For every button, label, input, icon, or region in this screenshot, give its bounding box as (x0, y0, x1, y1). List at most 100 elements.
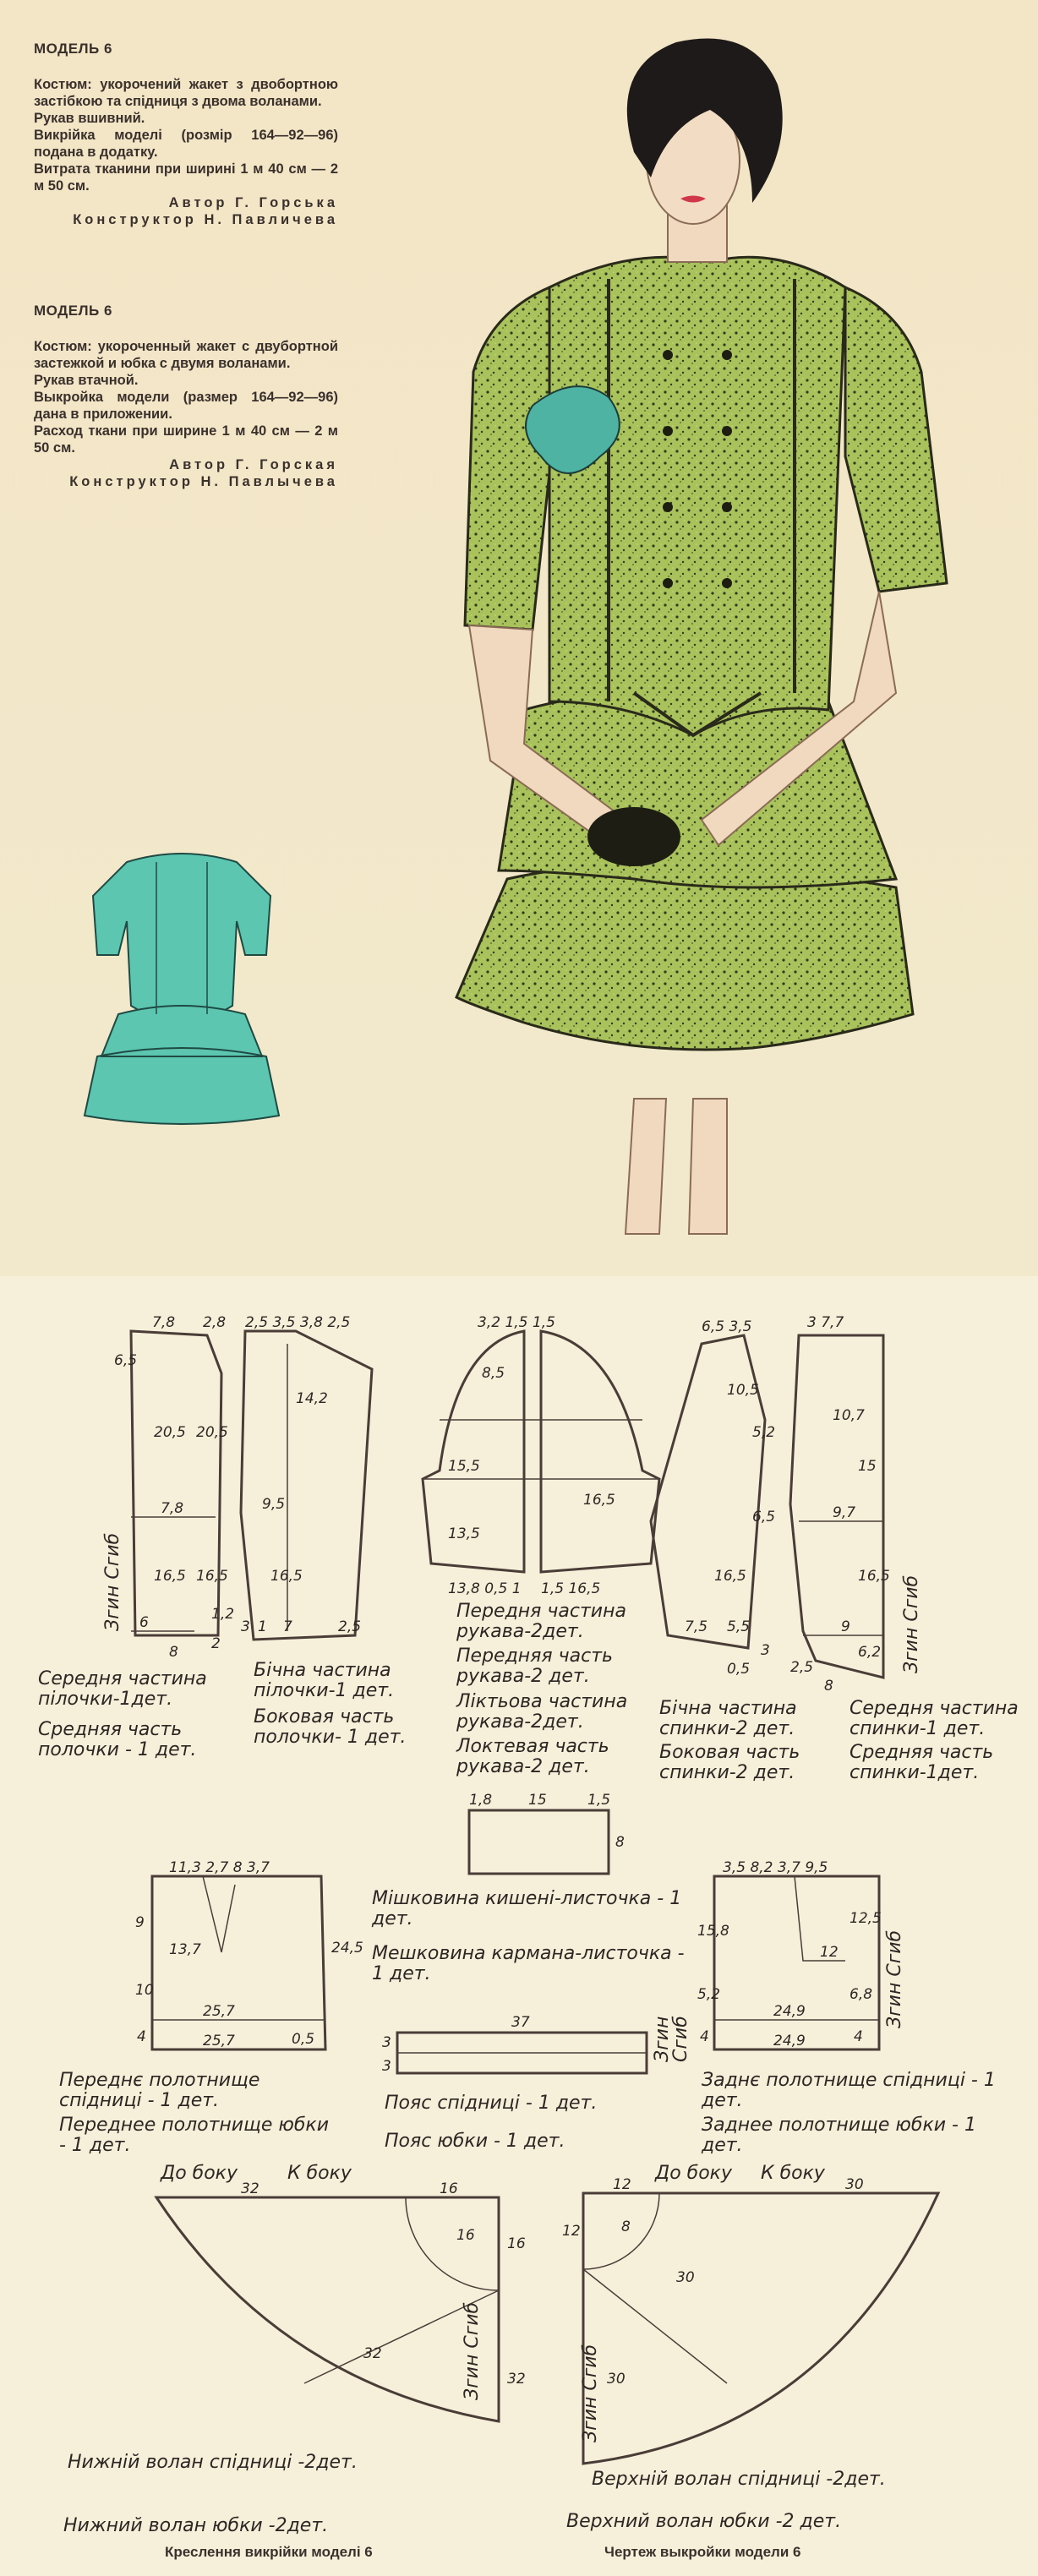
dim: 12 (820, 1944, 839, 1961)
dim: 8,5 (482, 1365, 505, 1382)
dim: 20,5 (154, 1424, 186, 1441)
dim: 3 (761, 1642, 770, 1659)
right-sleeve (844, 285, 948, 593)
dim: 9 (841, 1618, 850, 1635)
label-back-side-ru: Боковая часть спинки-2 дет. (659, 1742, 800, 1783)
dim: 3 (382, 2034, 391, 2051)
description-line: Расход ткани при ширине 1 м 40 см — 2 м … (34, 423, 338, 456)
dim: 37 (511, 2014, 530, 2031)
dim: 16,5 (270, 1568, 303, 1585)
dim: 6,8 (850, 1986, 872, 2003)
pattern-row-jacket: 7,8 2,8 6,5 20,5 20,5 7,8 16,5 16,5 6 8 … (102, 1314, 922, 1695)
pattern-area (0, 1276, 1038, 2576)
clutch-bag (587, 807, 680, 866)
dim: 8 (621, 2219, 631, 2235)
description-line: Выкройка модели (размер 164—92—96) дана … (34, 390, 338, 422)
dim: 1,2 (211, 1606, 234, 1623)
dim: 2 (211, 1635, 221, 1652)
dim: 16,5 (154, 1568, 186, 1585)
label-back-side-ua: Бічна частина спинки-2 дет. (659, 1698, 797, 1739)
dim: 25,7 (203, 2033, 235, 2049)
dim: 20,5 (196, 1424, 228, 1441)
label-side: До боку (160, 2163, 238, 2184)
pattern-row-skirt: 1,8 15 1,5 8 11,3 2,7 8 3,7 9 13,7 10 25… (135, 1792, 905, 2152)
fashion-illustration (455, 38, 948, 1235)
dim: 25,7 (203, 2003, 235, 2020)
dim: 1,5 16,5 (541, 1580, 600, 1597)
fold-label: Згин Сгиб (102, 1533, 123, 1631)
dim: 12,5 (850, 1910, 882, 1927)
dim: 24,9 (773, 2033, 806, 2049)
label-skirt-front-ua: Переднє полотнище спідниці - 1 дет. (59, 2070, 260, 2111)
piece-upper-flounce (582, 2191, 941, 2465)
label-skirt-front-ru: Переднее полотнище юбки - 1 дет. (59, 2115, 330, 2156)
dim: 13,8 0,5 1 (448, 1580, 522, 1597)
label-upper-flounce-ru: Верхний волан юбки -2 дет. (566, 2511, 841, 2532)
description-line: Рукав втачной. (34, 373, 139, 388)
label-lower-flounce-ua: Нижній волан спідниці -2дет. (68, 2452, 358, 2473)
dim: 32 (507, 2371, 526, 2388)
dim: 8 (824, 1678, 833, 1695)
dim: 0,5 (292, 2031, 314, 2048)
buttons (663, 350, 732, 588)
left-sleeve (463, 285, 551, 631)
dim: 10 (135, 1982, 154, 1999)
dim: 7,8 (161, 1500, 183, 1517)
dim: 4 (700, 2028, 709, 2045)
dim: 7 (283, 1618, 292, 1635)
constructor: Конструктор Н. Павлычева (69, 474, 338, 489)
fold-label: Сгиб (670, 2016, 691, 2062)
description-russian: МОДЕЛЬ 6 Костюм: укороченный жакет с дву… (34, 303, 338, 490)
dim: 9,7 (833, 1504, 855, 1521)
dim: 30 (607, 2371, 626, 2388)
piece-front-center (129, 1329, 223, 1637)
label-skirt-back-ua: Заднє полотнище спідниці - 1 дет. (702, 2070, 996, 2111)
hair (626, 38, 783, 203)
dim: 6,5 (752, 1509, 775, 1525)
dim: 6,5 3,5 (702, 1318, 751, 1335)
dim: 15,5 (448, 1458, 480, 1475)
legs (624, 1098, 728, 1235)
dim: 2,8 (203, 1314, 226, 1331)
lips (680, 195, 706, 203)
label-belt-ru: Пояс юбки - 1 дет. (385, 2131, 565, 2152)
dim: 15 (858, 1458, 877, 1475)
label-pocket-ru: Мешковина кармана-листочка - 1 дет. (372, 1943, 685, 1984)
fold-label: Згин Сгиб (884, 1930, 905, 2028)
caption-russian: Чертеж выкройки модели 6 (604, 2544, 801, 2560)
label-sleeve-front-ru: Передняя часть рукава-2 дет. (456, 1645, 613, 1687)
dim: 4 (854, 2028, 863, 2045)
dim: 7,8 (152, 1314, 175, 1331)
dim: 1,8 (469, 1792, 492, 1809)
label-side: К боку (287, 2163, 352, 2184)
piece-pocket (467, 1809, 610, 1875)
dim: 2,5 3,5 3,8 2,5 (245, 1314, 350, 1331)
piece-lower-flounce (154, 2196, 500, 2423)
flower-brooch (525, 385, 620, 474)
dim: 32 (363, 2345, 382, 2362)
dim: 16,5 (858, 1568, 890, 1585)
dim: 7,5 (685, 1618, 707, 1635)
back-view-illustration (83, 853, 281, 1125)
label-sleeve-front-ua: Передня частина рукава-2дет. (456, 1601, 626, 1642)
dim: 30 (845, 2176, 864, 2193)
dim: 3,5 8,2 3,7 9,5 (723, 1859, 828, 1876)
pattern-row-flounces: 32 16 16 16 32 32 12 30 8 12 30 30 Згин … (63, 2163, 941, 2536)
dim: 13,5 (448, 1525, 480, 1542)
dim: 16,5 (714, 1568, 746, 1585)
label-front-side-ru: Боковая часть полочки- 1 дет. (254, 1706, 407, 1748)
dim: 9,5 (262, 1496, 285, 1513)
label-skirt-back-ru: Заднее полотнище юбки - 1 дет. (702, 2115, 976, 2156)
dim: 3 (241, 1618, 250, 1635)
piece-skirt-back (713, 1875, 881, 2051)
piece-back-center (789, 1334, 885, 1679)
dim: 5,5 (727, 1618, 750, 1635)
label-belt-ua: Пояс спідниці - 1 дет. (385, 2093, 597, 2114)
dim: 15 (528, 1792, 547, 1809)
model-heading: МОДЕЛЬ 6 (34, 303, 112, 319)
dim: 3 (382, 2058, 391, 2075)
dim: 16,5 (196, 1568, 228, 1585)
dim: 9 (135, 1914, 145, 1931)
dim: 0,5 (727, 1661, 750, 1678)
